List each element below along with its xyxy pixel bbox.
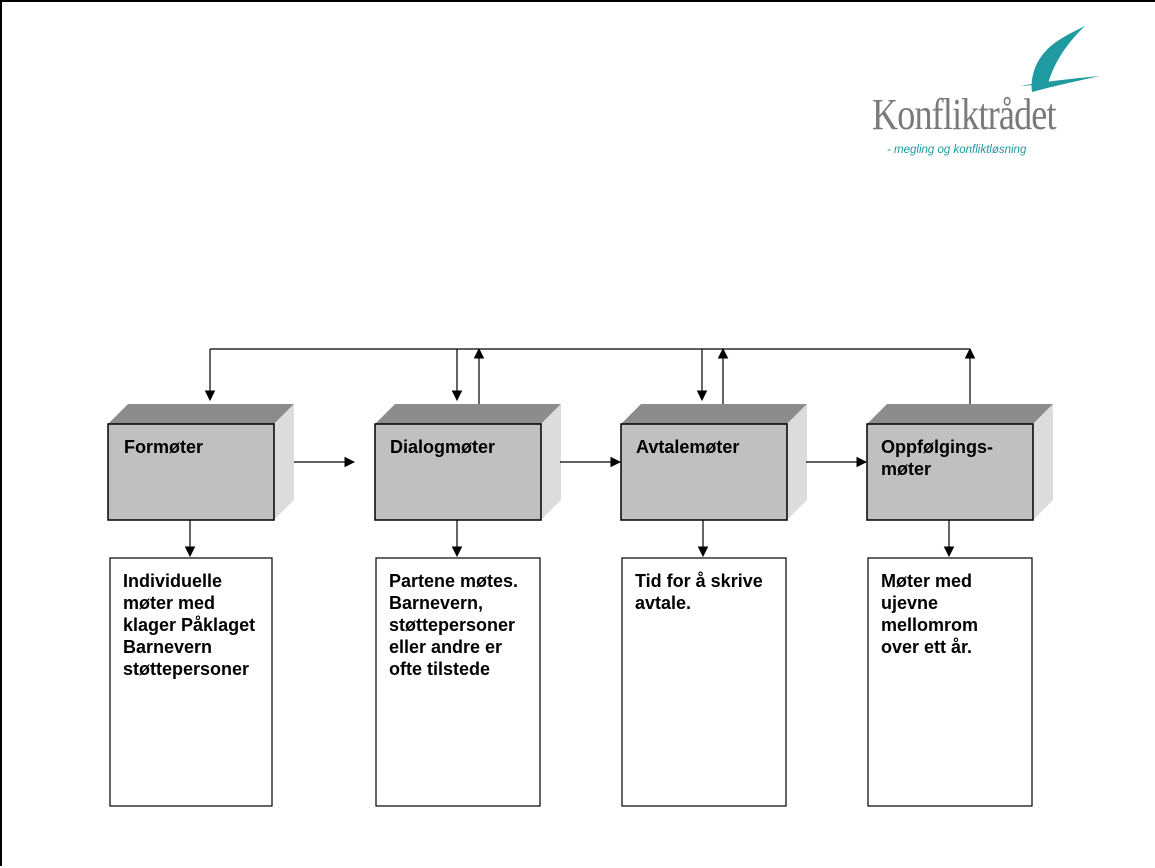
description-box-4 <box>867 557 1033 807</box>
stage-title-avtalemoter: Avtalemøter <box>636 437 740 457</box>
stage-box-formoter <box>107 404 294 521</box>
stage-box-oppfolgingsmoter <box>866 404 1053 521</box>
stage-box-top <box>867 404 1053 424</box>
stage-box-front <box>374 423 542 521</box>
description-box-1 <box>109 557 273 807</box>
stage-box-dialogmoter <box>374 404 561 521</box>
description-box-3 <box>621 557 787 807</box>
logo-swoosh-icon <box>1020 26 1100 92</box>
stage-box-top <box>108 404 294 424</box>
stage-description-avtalemoter: Tid for å skrive avtale. <box>635 571 763 613</box>
stage-box-front <box>107 423 275 521</box>
stage-box-avtalemoter <box>620 404 807 521</box>
stage-box-side <box>274 404 294 520</box>
logo-name: Konfliktrådet <box>872 90 1057 139</box>
description-box-2 <box>375 557 541 807</box>
stage-description-dialogmoter: Partene møtes. Barnevern, støttepersoner… <box>389 571 519 679</box>
stage-title-formoter: Formøter <box>124 437 204 457</box>
stage-box-side <box>541 404 561 520</box>
stage-box-side <box>1033 404 1053 520</box>
logo-tagline: - megling og konfliktløsning <box>887 144 1027 156</box>
stage-box-top <box>375 404 561 424</box>
stage-box-side <box>787 404 807 520</box>
stage-description-formoter: Individuelle møter med klager Påklaget B… <box>123 571 256 679</box>
stage-box-top <box>621 404 807 424</box>
stage-title-oppfolgingsmoter: Oppfølgings- møter <box>881 437 993 479</box>
stage-title-dialogmoter: Dialogmøter <box>390 437 496 457</box>
stage-box-front <box>866 423 1034 521</box>
stage-box-front <box>620 423 788 521</box>
stage-description-oppfolgingsmoter: Møter med ujevne mellomrom over ett år. <box>881 571 979 657</box>
